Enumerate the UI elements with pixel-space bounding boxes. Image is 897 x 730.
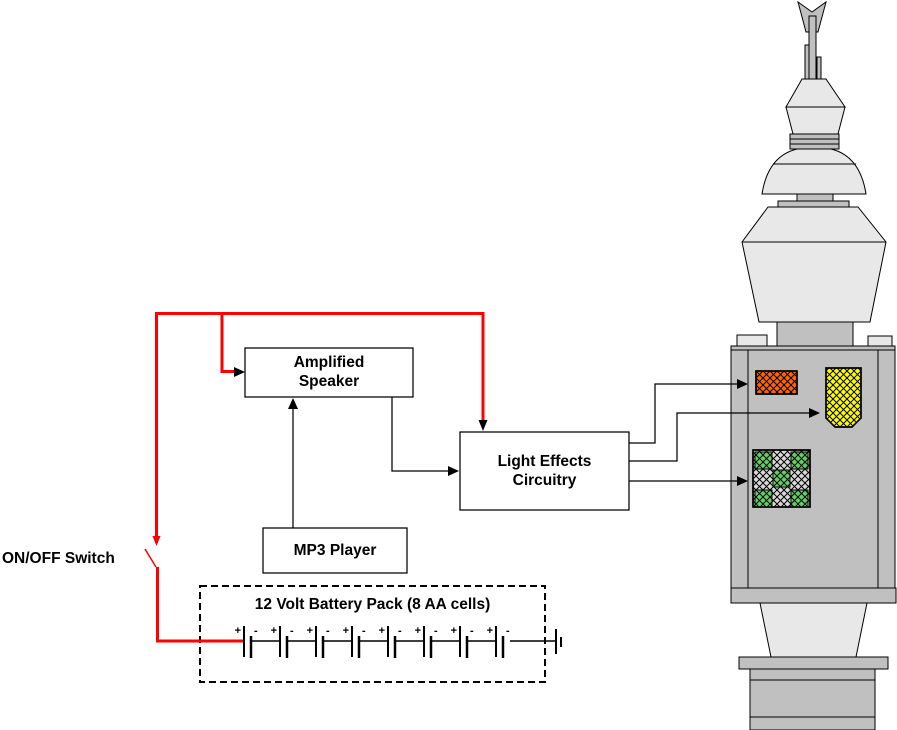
tower-mast bbox=[808, 15, 817, 80]
battery-terminal-end bbox=[510, 629, 562, 654]
battery-cell: +- bbox=[307, 625, 352, 658]
tower-collar-wide bbox=[777, 200, 850, 208]
battery-plus-label: + bbox=[451, 625, 457, 637]
arrow-to-green-panel bbox=[737, 476, 748, 486]
wire-speaker-to-lightfx bbox=[391, 397, 450, 472]
battery-minus-label: - bbox=[434, 625, 438, 637]
wire-power-below-switch bbox=[156, 567, 243, 643]
tower-pedestal bbox=[759, 602, 868, 658]
tower-dome-top bbox=[785, 78, 846, 108]
tower-tab-right bbox=[867, 335, 893, 347]
tower-tab-left bbox=[736, 334, 768, 347]
battery-plus-label: + bbox=[307, 625, 313, 637]
lightfx-label: Light Effects Circuitry bbox=[460, 452, 629, 490]
lightfx-label-line1: Light Effects bbox=[497, 453, 592, 470]
battery-cell: +- bbox=[343, 625, 388, 658]
tower-collar-small bbox=[796, 193, 834, 202]
battery-cell: +- bbox=[451, 625, 496, 658]
component-boxes bbox=[244, 347, 630, 574]
power-wires bbox=[144, 312, 485, 643]
tower-bottom-band bbox=[730, 587, 897, 604]
battery-minus-label: - bbox=[398, 625, 402, 637]
battery-minus-label: - bbox=[470, 625, 474, 637]
battery-cell: +- bbox=[415, 625, 460, 658]
wire-lightfx-to-orange bbox=[629, 383, 738, 444]
battery-title: 12 Volt Battery Pack (8 AA cells) bbox=[254, 596, 491, 613]
arrow-to-yellow-panel bbox=[809, 408, 820, 418]
panel-yellow bbox=[825, 367, 862, 428]
tower-base-block bbox=[749, 668, 876, 730]
battery-plus-label: + bbox=[415, 625, 421, 637]
battery-cell: +- bbox=[487, 625, 510, 658]
battery-cell: +- bbox=[271, 625, 316, 658]
battery-plus-label: + bbox=[379, 625, 385, 637]
mp3-box bbox=[262, 527, 408, 574]
battery-plus-label: + bbox=[343, 625, 349, 637]
battery-plus-label: + bbox=[271, 625, 277, 637]
arrow-into-lightfx-left bbox=[448, 466, 459, 476]
tower-base-plate bbox=[738, 656, 889, 670]
arrow-into-speaker-bottom bbox=[288, 398, 298, 409]
battery-minus-label: - bbox=[326, 625, 330, 637]
arrowheads bbox=[234, 367, 820, 486]
battery-cells: +-+-+-+-+-+-+-+- bbox=[235, 625, 510, 658]
wire-power-branch-speaker bbox=[220, 313, 236, 373]
battery-cell: +- bbox=[379, 625, 424, 658]
battery-minus-label: - bbox=[254, 625, 258, 637]
arrow-to-orange-panel bbox=[737, 379, 748, 389]
arrow-into-speaker-left bbox=[234, 367, 245, 377]
wire-lightfx-to-yellow bbox=[629, 412, 810, 462]
tower-dome-bottom bbox=[785, 106, 846, 135]
arrow-into-lightfx-top bbox=[478, 420, 488, 431]
tower-mast-step-right bbox=[816, 56, 822, 80]
tower-onion bbox=[741, 206, 887, 323]
mp3-label: MP3 Player bbox=[293, 542, 377, 559]
speaker-box bbox=[244, 347, 414, 398]
tower-neck bbox=[776, 321, 854, 347]
lightfx-box bbox=[459, 431, 630, 511]
lightfx-label-line2: Circuitry bbox=[512, 472, 577, 489]
light-panels bbox=[752, 367, 862, 508]
wire-power-main bbox=[155, 312, 485, 543]
tower-rings bbox=[789, 133, 840, 150]
switch-blade bbox=[144, 548, 157, 568]
speaker-label-line2: Speaker bbox=[298, 373, 360, 390]
speaker-label: Amplified Speaker bbox=[245, 353, 413, 391]
panel-orange bbox=[755, 370, 798, 395]
battery-plus-label: + bbox=[487, 625, 493, 637]
tower-bell bbox=[761, 148, 867, 195]
panel-green-matrix bbox=[752, 449, 811, 508]
tower-mast-step-left bbox=[804, 44, 810, 80]
switch-label: ON/OFF Switch bbox=[2, 550, 115, 567]
signal-wires bbox=[292, 383, 810, 528]
battery-cell: +- bbox=[235, 625, 280, 658]
speaker-label-line1: Amplified bbox=[293, 354, 365, 371]
battery-minus-label: - bbox=[362, 625, 366, 637]
battery-minus-label: - bbox=[506, 625, 510, 637]
tower bbox=[730, 0, 897, 730]
battery-plus-label: + bbox=[235, 625, 241, 637]
battery-minus-label: - bbox=[290, 625, 294, 637]
switch-contact-arrow bbox=[152, 536, 161, 546]
